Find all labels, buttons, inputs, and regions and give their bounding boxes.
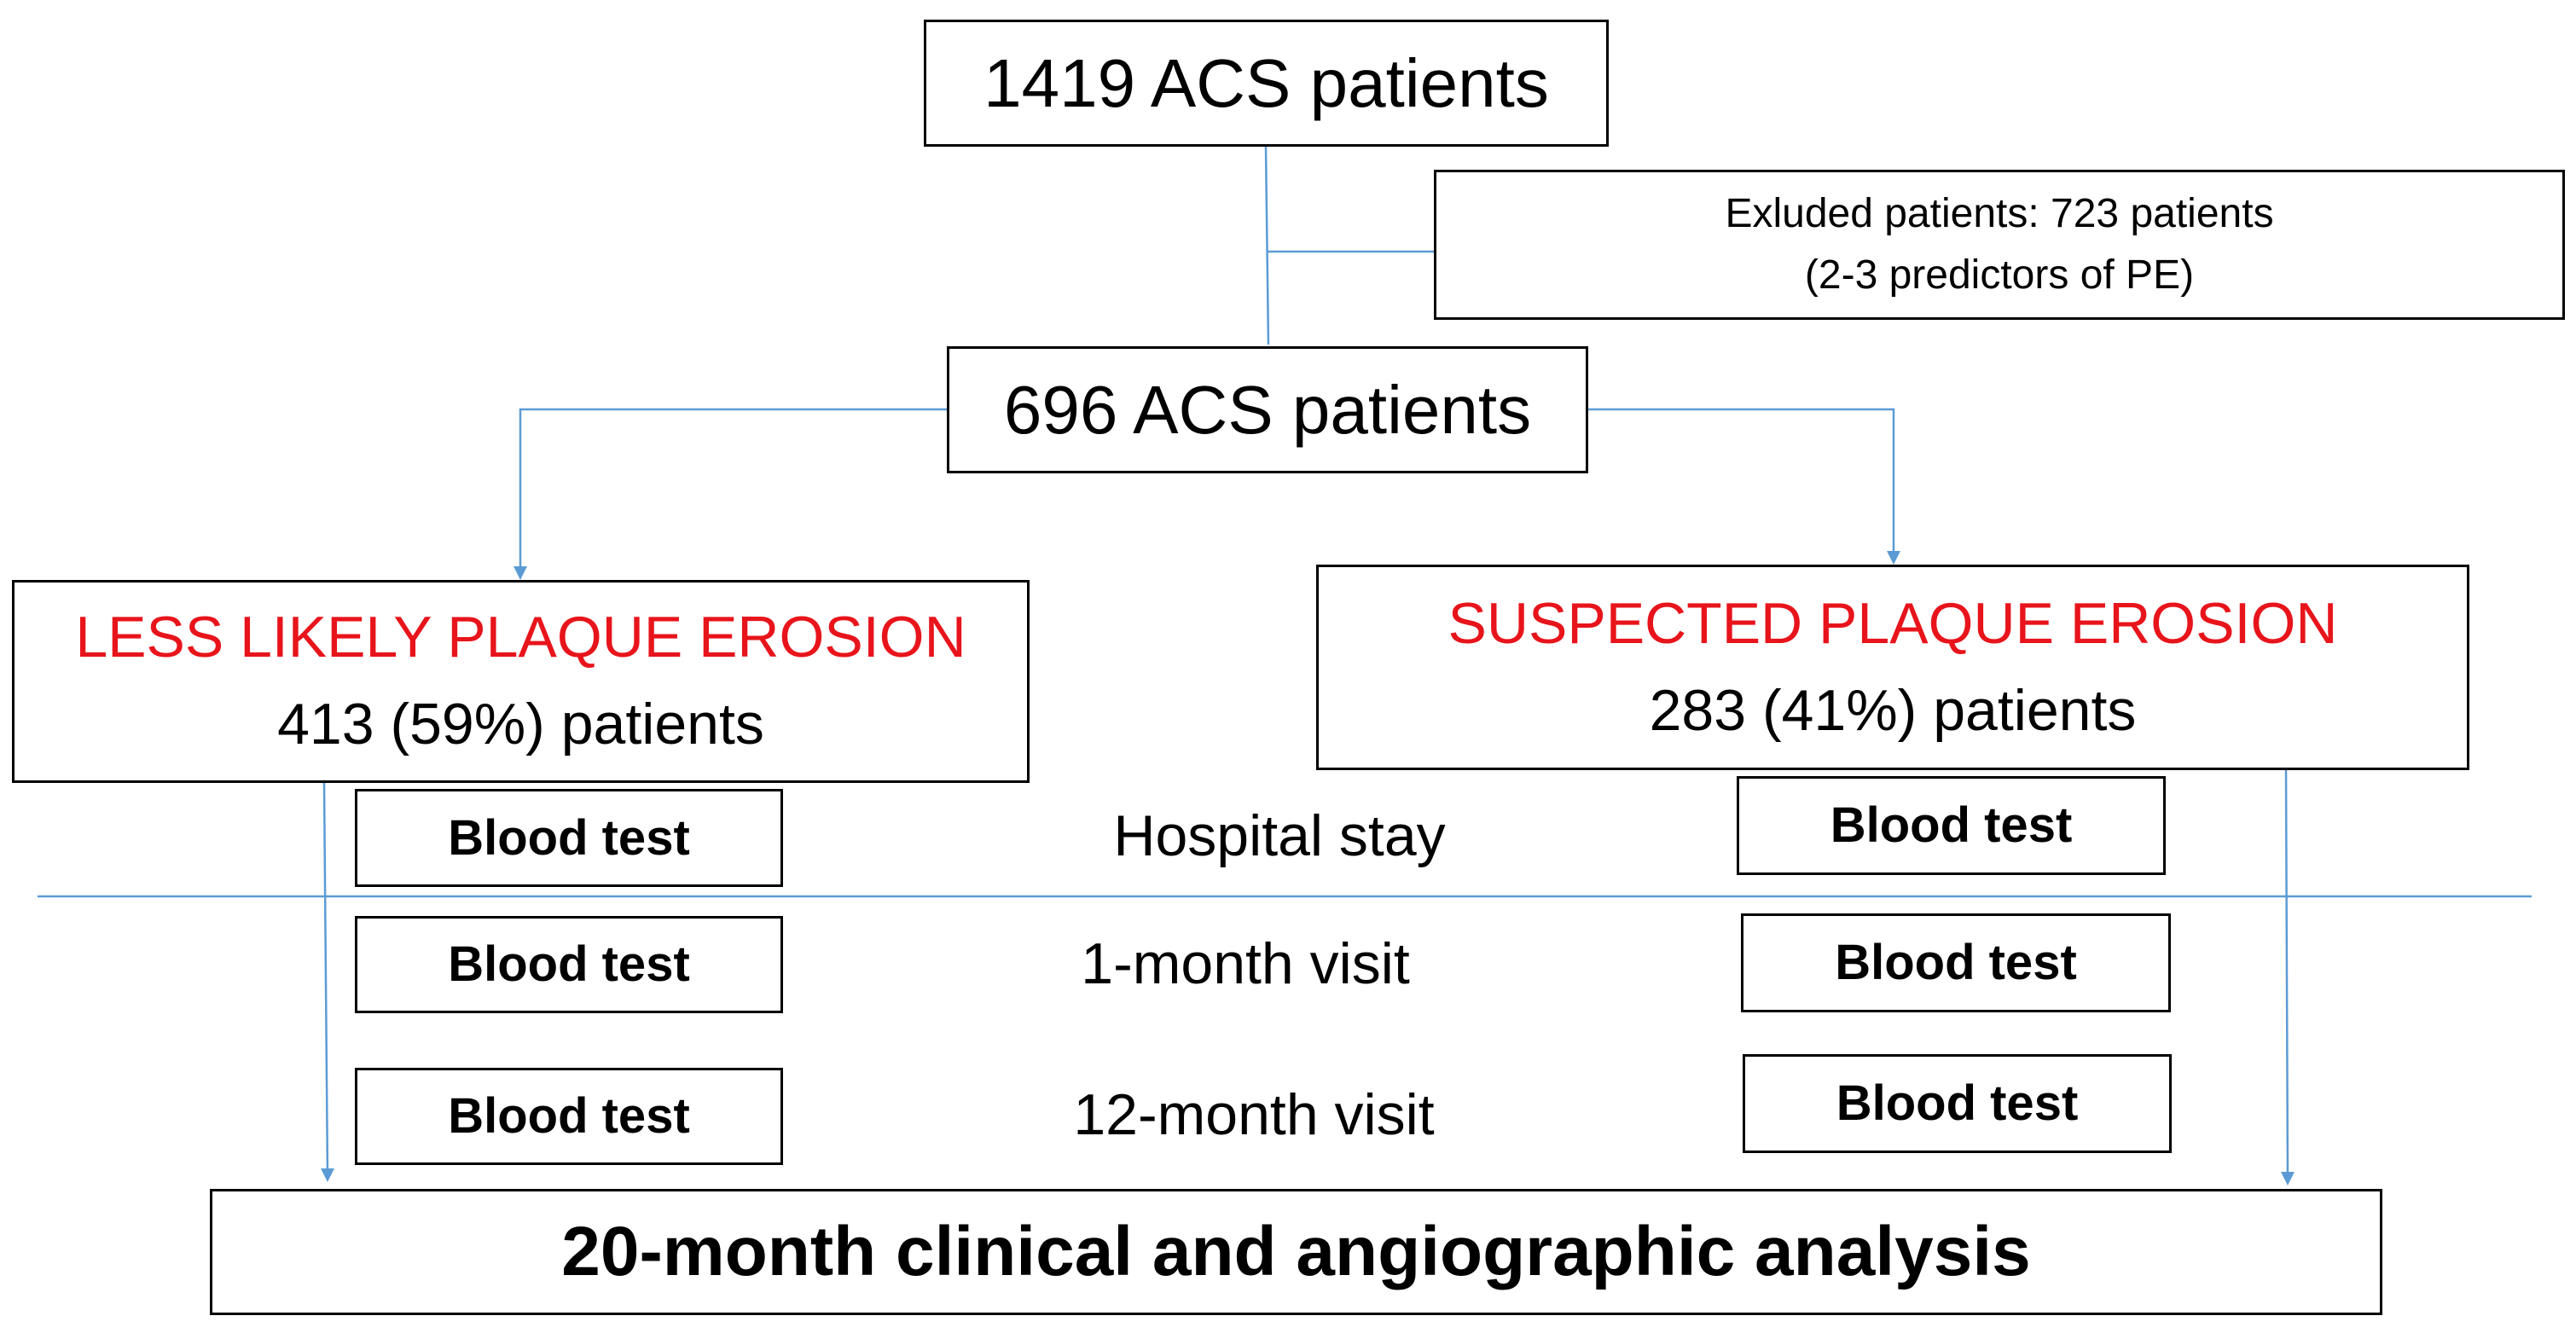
- right-blood-test-1-month-label: Blood test: [1835, 935, 2077, 991]
- excluded-patients-line1: Exluded patients: 723 patients: [1725, 191, 2274, 237]
- arrowhead-right-group: [1887, 551, 1900, 565]
- left-blood-test-1-month-label: Blood test: [448, 936, 690, 993]
- left-blood-test-1-month: Blood test: [355, 916, 783, 1013]
- arrowhead-left-group: [513, 566, 527, 580]
- left-blood-test-12-month: Blood test: [355, 1068, 783, 1165]
- right-blood-test-hospital-label: Blood test: [1830, 797, 2073, 854]
- right-blood-test-12-month: Blood test: [1743, 1054, 2172, 1153]
- total-patients-box: 1419 ACS patients: [924, 20, 1609, 147]
- less-likely-erosion-box: LESS LIKELY PLAQUE EROSION 413 (59%) pat…: [12, 580, 1030, 783]
- suspected-erosion-heading: SUSPECTED PLAQUE EROSION: [1448, 590, 2338, 656]
- final-analysis-text: 20-month clinical and angiographic analy…: [561, 1212, 2031, 1290]
- connector-left-to-final: [322, 782, 329, 1178]
- connector-top-to-middle: [1264, 146, 1270, 345]
- timepoint-hospital-stay: Hospital stay: [1113, 803, 1446, 868]
- suspected-erosion-box: SUSPECTED PLAQUE EROSION 283 (41%) patie…: [1316, 565, 2469, 770]
- right-blood-test-1-month: Blood test: [1741, 913, 2171, 1012]
- total-patients-text: 1419 ACS patients: [983, 44, 1549, 121]
- final-analysis-box: 20-month clinical and angiographic analy…: [210, 1189, 2382, 1315]
- excluded-patients-line2: (2-3 predictors of PE): [1804, 252, 2195, 298]
- connector-middle-to-right: [1588, 408, 1895, 561]
- timepoint-1-month-visit: 1-month visit: [1081, 931, 1410, 996]
- timepoint-12-month-visit: 12-month visit: [1073, 1082, 1435, 1147]
- arrowhead-right-final: [2281, 1172, 2295, 1185]
- connector-right-to-final: [2284, 769, 2289, 1181]
- remaining-patients-text: 696 ACS patients: [1003, 371, 1532, 448]
- right-blood-test-hospital: Blood test: [1737, 776, 2166, 875]
- connector-middle-to-left: [519, 408, 947, 577]
- suspected-erosion-count: 283 (41%) patients: [1649, 677, 2137, 743]
- left-blood-test-hospital: Blood test: [355, 789, 783, 887]
- right-blood-test-12-month-label: Blood test: [1836, 1075, 2079, 1132]
- excluded-patients-box: Exluded patients: 723 patients (2-3 pred…: [1434, 170, 2565, 320]
- less-likely-erosion-count: 413 (59%) patients: [277, 692, 764, 756]
- remaining-patients-box: 696 ACS patients: [947, 346, 1588, 473]
- arrowhead-left-final: [321, 1168, 334, 1182]
- less-likely-erosion-heading: LESS LIKELY PLAQUE EROSION: [75, 605, 966, 670]
- left-blood-test-12-month-label: Blood test: [448, 1088, 690, 1145]
- left-blood-test-hospital-label: Blood test: [448, 809, 690, 866]
